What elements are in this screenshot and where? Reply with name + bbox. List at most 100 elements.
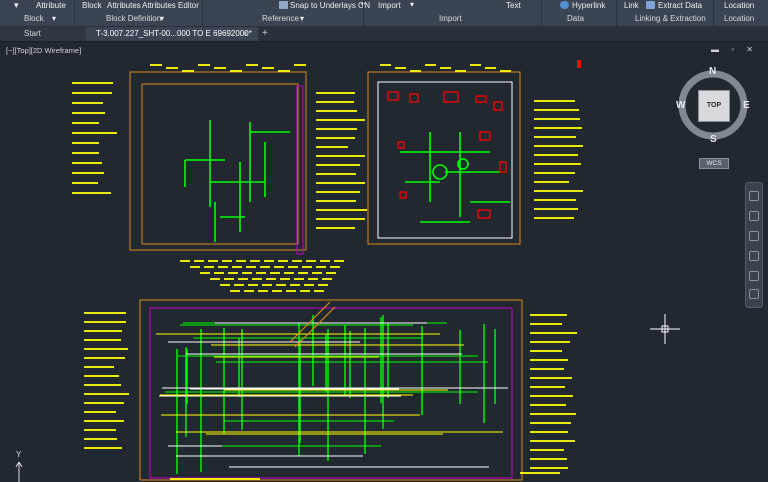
cad-text-mark (84, 321, 126, 323)
reference-expand-icon[interactable]: ▾ (300, 14, 305, 23)
cad-text-mark (530, 422, 571, 424)
equipment-symbol (397, 141, 405, 149)
zoom-icon[interactable] (749, 231, 759, 241)
separator (202, 0, 203, 26)
plan-3-diagonal (289, 301, 331, 343)
cad-text-mark (316, 164, 360, 166)
compass-west[interactable]: W (676, 100, 686, 111)
cad-text-mark (84, 339, 121, 341)
cad-text-mark (280, 278, 290, 280)
block-definition-expand-icon[interactable]: ▾ (160, 14, 165, 23)
cad-text-mark (214, 272, 224, 274)
cad-text-mark (84, 447, 122, 449)
cad-text-mark (470, 64, 481, 66)
attributes-editor-button[interactable]: Attributes Editor (142, 1, 199, 10)
snap-to-underlays-button[interactable]: Snap to Underlays ON (290, 1, 371, 10)
equipment-symbol (479, 131, 491, 141)
cad-text-mark (84, 411, 116, 413)
hyperlink-button[interactable]: Hyperlink (572, 1, 606, 10)
cad-text-mark (72, 132, 117, 134)
cad-text-mark (84, 366, 114, 368)
cad-text-mark (214, 67, 226, 69)
cad-text-mark (500, 70, 511, 72)
cad-text-mark (316, 92, 355, 94)
cad-text-mark (248, 284, 258, 286)
viewcube-top-face[interactable]: TOP (698, 90, 730, 122)
cad-text-mark (84, 420, 124, 422)
cad-text-mark (224, 278, 234, 280)
cad-text-mark (530, 404, 566, 406)
extract-data-button[interactable]: Extract Data (658, 1, 703, 10)
attribute-dropdown-arrow[interactable]: ▾ (14, 0, 19, 10)
close-icon[interactable]: × (243, 29, 248, 38)
tab-drawing[interactable]: T-3.007.227_SHT-00...000 TO E 69692000* (86, 27, 258, 41)
separator (363, 0, 364, 26)
plan-3-border (139, 299, 523, 481)
separator (74, 0, 75, 26)
drawing-canvas[interactable] (0, 42, 768, 482)
cad-text-mark (304, 284, 314, 286)
cad-text-mark (534, 145, 583, 147)
location-button[interactable]: Location (724, 1, 755, 10)
cad-text-mark (222, 260, 232, 262)
cad-text-mark (534, 199, 576, 201)
viewcube-ring[interactable] (676, 68, 750, 142)
cad-text-mark (190, 266, 200, 268)
cad-text-mark (200, 272, 210, 274)
cad-text-mark (264, 260, 274, 262)
block-button[interactable]: Block (82, 1, 102, 10)
cad-text-mark (530, 350, 562, 352)
cad-text-mark (298, 272, 308, 274)
cad-text-mark (262, 67, 274, 69)
text-button[interactable]: Text (506, 1, 521, 10)
add-tab-icon[interactable]: + (262, 28, 268, 39)
equipment-symbol (443, 91, 459, 103)
cad-text-mark (485, 67, 496, 69)
link-button[interactable]: Link (624, 1, 639, 10)
cad-text-mark (316, 128, 357, 130)
cad-text-mark (425, 64, 436, 66)
viewport-window-controls[interactable]: ▬ ▫ ✕ (711, 45, 758, 54)
snap-underlays-icon (279, 1, 288, 9)
cad-text-mark (274, 266, 284, 268)
cad-text-mark (530, 386, 565, 388)
cad-text-mark (84, 348, 128, 350)
compass-east[interactable]: E (743, 100, 750, 111)
block-panel-expand-icon[interactable]: ▾ (52, 14, 57, 23)
showmotion-icon[interactable] (749, 271, 759, 281)
attributes-button[interactable]: Attributes (107, 1, 141, 10)
steering-wheel-icon[interactable] (749, 191, 759, 201)
wcs-menu[interactable]: WCS (699, 158, 729, 169)
separator (616, 0, 617, 26)
plan-3-diagonal (294, 306, 336, 348)
compass-north[interactable]: N (709, 66, 717, 77)
separator (713, 0, 714, 26)
compass-south[interactable]: S (710, 134, 717, 145)
block-panel-title[interactable]: Block (24, 14, 44, 23)
navbar-menu-icon[interactable] (749, 289, 759, 299)
cad-text-mark (84, 312, 126, 314)
block-definition-panel-title[interactable]: Block Definition (106, 14, 162, 23)
cad-text-mark (284, 272, 294, 274)
reference-panel-title[interactable]: Reference (262, 14, 299, 23)
cad-text-mark (266, 278, 276, 280)
import-button[interactable]: Import (378, 1, 401, 10)
drawing-viewport[interactable]: [−][Top][2D Wireframe] ▬ ▫ ✕ TOP N S E W… (0, 42, 768, 482)
cad-text-mark (258, 290, 268, 292)
cad-text-mark (534, 181, 569, 183)
tab-start[interactable]: Start (0, 27, 86, 41)
pan-icon[interactable] (749, 211, 759, 221)
viewport-controls[interactable]: [−][Top][2D Wireframe] (6, 46, 82, 55)
cad-text-mark (278, 70, 290, 72)
plan-2-inner (377, 81, 513, 239)
cad-text-mark (210, 278, 220, 280)
cad-text-mark (322, 278, 332, 280)
cad-text-mark (72, 192, 111, 194)
plan-2-valve (432, 164, 448, 180)
cad-text-mark (534, 109, 579, 111)
import-dropdown-arrow[interactable]: ▾ (410, 0, 415, 9)
orbit-icon[interactable] (749, 251, 759, 261)
cad-text-mark (395, 67, 406, 69)
attribute-button[interactable]: Attribute (36, 1, 66, 10)
equipment-symbol (499, 161, 507, 173)
